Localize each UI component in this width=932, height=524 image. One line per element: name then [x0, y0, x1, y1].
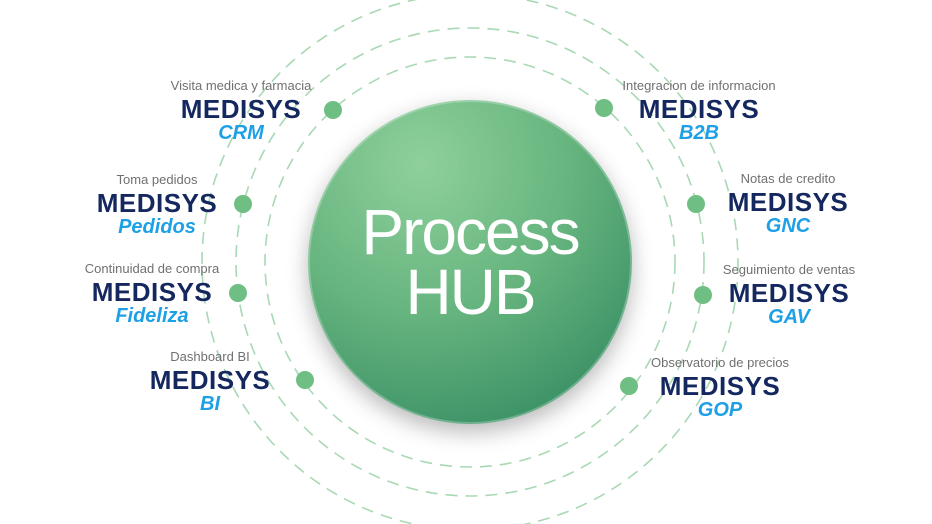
module-label: Toma pedidos	[116, 172, 198, 187]
module-name: GNC	[765, 215, 811, 237]
node-dot-crm	[324, 101, 342, 119]
module-gop: Observatorio de precios MEDISYS GOP	[600, 353, 840, 421]
module-name: Fideliza	[115, 305, 189, 327]
module-brand: MEDISYS	[180, 94, 302, 124]
module-label: Visita medica y farmacia	[170, 78, 312, 93]
module-name: GAV	[768, 306, 810, 328]
outer-ring	[201, 0, 739, 524]
module-label: Notas de credito	[740, 171, 836, 186]
module-name: BI	[200, 393, 220, 415]
module-pedidos: Toma pedidos MEDISYS Pedidos	[37, 170, 277, 238]
module-b2b: Integracion de informacion MEDISYS B2B	[579, 76, 819, 144]
module-brand: MEDISYS	[96, 188, 218, 218]
node-dot-gav	[694, 286, 712, 304]
module-bi: Dashboard BI MEDISYS BI	[90, 347, 330, 415]
module-name: B2B	[678, 122, 719, 144]
module-label: Dashboard BI	[170, 349, 250, 364]
module-brand: MEDISYS	[638, 94, 760, 124]
module-name: GOP	[697, 399, 743, 421]
node-dot-gop	[620, 377, 638, 395]
middle-ring	[235, 27, 705, 497]
module-gav: Seguimiento de ventas MEDISYS GAV	[669, 260, 909, 328]
module-label: Continuidad de compra	[84, 261, 220, 276]
module-label: Integracion de informacion	[622, 78, 776, 93]
node-dot-bi	[296, 371, 314, 389]
hub-title-line1: Process	[361, 196, 580, 268]
module-crm: Visita medica y farmacia MEDISYS CRM	[121, 76, 361, 144]
module-name: Pedidos	[118, 216, 196, 238]
node-dot-b2b	[595, 99, 613, 117]
module-gnc: Notas de credito MEDISYS GNC	[668, 169, 908, 237]
module-brand: MEDISYS	[91, 277, 213, 307]
node-dot-gnc	[687, 195, 705, 213]
process-hub: Process HUB	[308, 100, 632, 424]
node-dot-fideliza	[229, 284, 247, 302]
module-brand: MEDISYS	[728, 278, 850, 308]
module-brand: MEDISYS	[149, 365, 271, 395]
module-fideliza: Continuidad de compra MEDISYS Fideliza	[32, 259, 272, 327]
node-dot-pedidos	[234, 195, 252, 213]
module-name: CRM	[218, 122, 264, 144]
module-label: Observatorio de precios	[650, 355, 789, 370]
module-brand: MEDISYS	[727, 187, 849, 217]
inner-ring	[264, 56, 676, 468]
hub-title-line2: HUB	[405, 256, 536, 328]
module-brand: MEDISYS	[659, 371, 781, 401]
module-label: Seguimiento de ventas	[722, 262, 856, 277]
